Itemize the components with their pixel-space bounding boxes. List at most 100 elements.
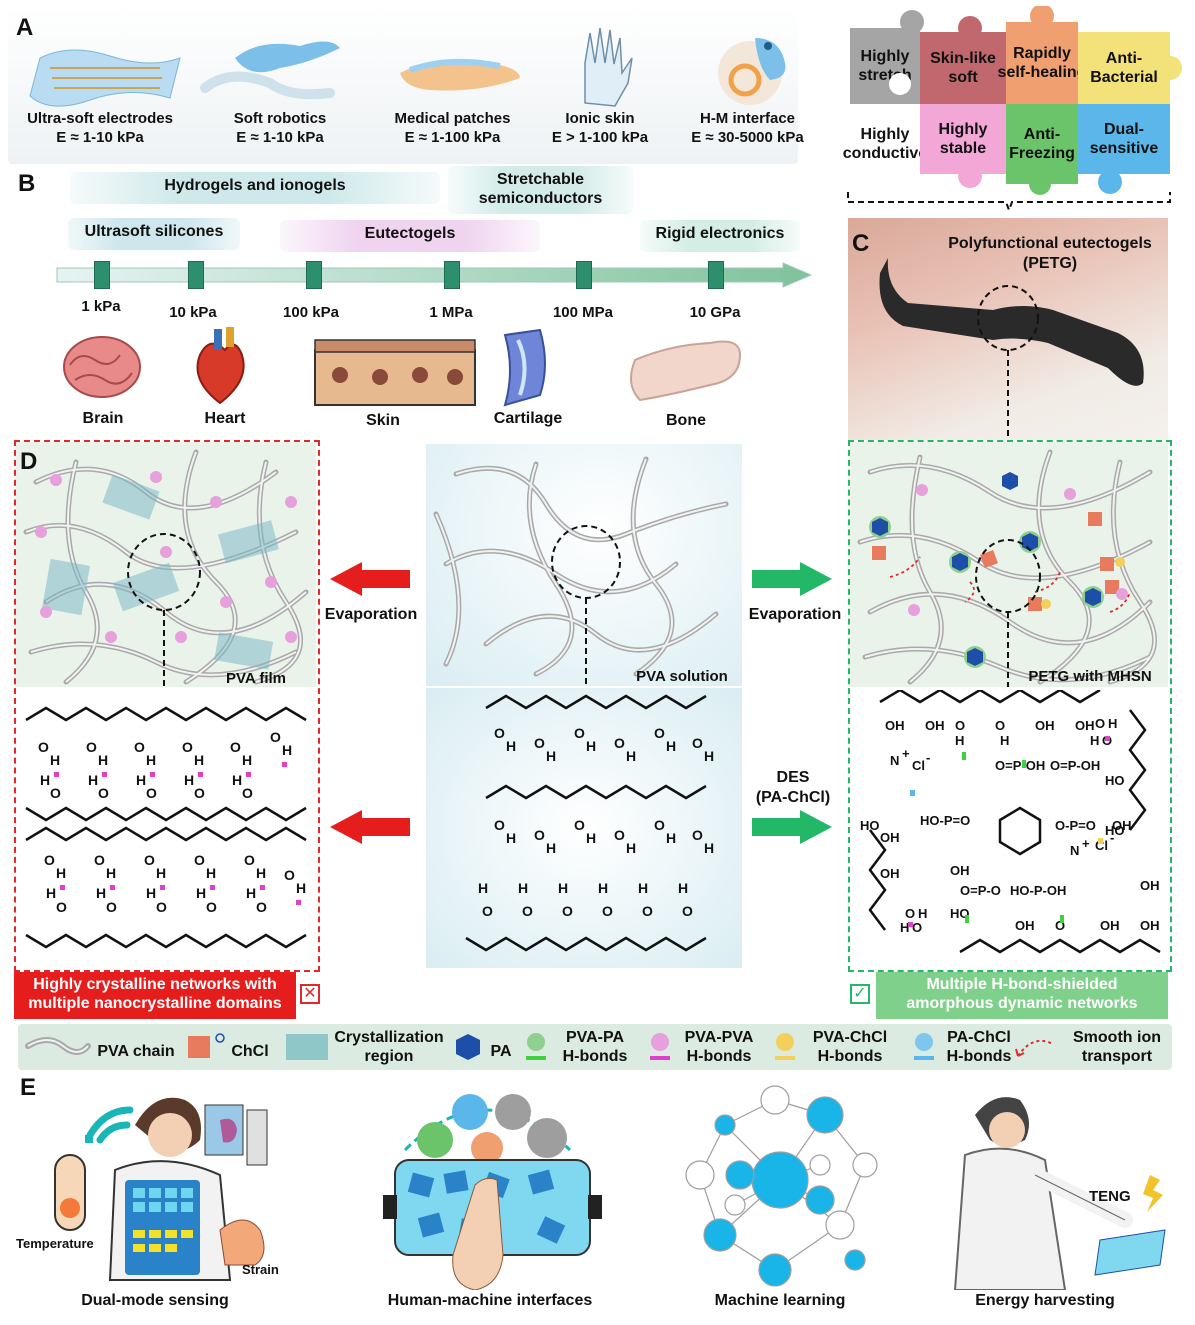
pass-icon: ✓ bbox=[850, 984, 870, 1004]
temperature-label: Temperature bbox=[16, 1236, 94, 1251]
petg-network-label: PETG with MHSN bbox=[1028, 668, 1152, 685]
svg-text:H: H bbox=[46, 885, 56, 901]
svg-text:OH: OH bbox=[950, 863, 970, 878]
svg-text:H: H bbox=[1090, 733, 1099, 748]
puzzle-piece-soft: Skin-like soft bbox=[920, 32, 1006, 104]
svg-text:OH: OH bbox=[1140, 918, 1160, 933]
panel-a-item-4: Ionic skin E > 1-100 kPa bbox=[535, 110, 665, 148]
dual-mode-sensing-illustration bbox=[54, 1097, 268, 1281]
svg-text:O: O bbox=[156, 899, 167, 915]
svg-text:O: O bbox=[194, 852, 205, 868]
svg-text:N: N bbox=[1070, 843, 1079, 858]
svg-text:H: H bbox=[955, 733, 964, 748]
hand-illustration bbox=[584, 27, 633, 107]
right-caption-box: Multiple H-bond-shielded amorphous dynam… bbox=[876, 972, 1168, 1019]
app-human-machine-interfaces: Human-machine interfaces bbox=[387, 1292, 593, 1309]
svg-text:O: O bbox=[44, 852, 55, 868]
svg-text:OH: OH bbox=[1100, 918, 1120, 933]
panel-a-item-1-name: Ultra-soft electrodes bbox=[27, 110, 173, 127]
svg-text:H: H bbox=[666, 830, 676, 846]
scale-tick-5 bbox=[576, 261, 592, 289]
svg-text:O: O bbox=[1095, 716, 1105, 731]
petg-network bbox=[857, 449, 1157, 687]
arrow-chemistry-left bbox=[330, 810, 410, 844]
svg-text:HO: HO bbox=[860, 818, 880, 833]
pva-film-label: PVA film bbox=[225, 670, 286, 687]
svg-text:OH: OH bbox=[1035, 718, 1055, 733]
svg-text:O: O bbox=[256, 899, 267, 915]
svg-text:O: O bbox=[522, 903, 533, 919]
pva-solution-label: PVA solution bbox=[636, 668, 728, 685]
svg-text:H: H bbox=[598, 880, 608, 896]
band-eutectogels: Eutectogels bbox=[280, 220, 540, 252]
panel-a-item-2-name: Soft robotics bbox=[233, 110, 327, 127]
svg-text:H: H bbox=[626, 840, 636, 856]
legend-chcl: ChCl bbox=[231, 1043, 269, 1060]
evaporation-right-label: Evaporation bbox=[748, 606, 842, 623]
skin-icon bbox=[314, 339, 476, 406]
svg-text:O=P-OH: O=P-OH bbox=[1050, 758, 1100, 773]
panel-a-letter: A bbox=[16, 14, 34, 41]
svg-text:OH: OH bbox=[1075, 718, 1095, 733]
panel-a-item-4-modulus: E > 1-100 kPa bbox=[551, 128, 649, 146]
svg-text:H: H bbox=[136, 772, 146, 788]
svg-text:H: H bbox=[50, 752, 60, 768]
svg-text:H: H bbox=[546, 840, 556, 856]
svg-text:O: O bbox=[146, 785, 157, 801]
svg-text:O: O bbox=[134, 739, 145, 755]
band-semiconductors: Stretchable semiconductors bbox=[448, 166, 633, 214]
wifi-icon bbox=[86, 1106, 134, 1144]
teng-label: TENG bbox=[1089, 1188, 1131, 1205]
svg-text:HO-P-OH: HO-P-OH bbox=[1010, 883, 1066, 898]
app-dual-mode-sensing: Dual-mode sensing bbox=[81, 1292, 229, 1309]
panel-e-letter: E bbox=[20, 1074, 37, 1101]
svg-text:O: O bbox=[682, 903, 693, 919]
svg-text:H: H bbox=[196, 885, 206, 901]
fail-icon: ✕ bbox=[300, 984, 320, 1004]
svg-text:H: H bbox=[918, 906, 927, 921]
scale-tick-3 bbox=[306, 261, 322, 289]
puzzle-knobs bbox=[889, 6, 1182, 195]
svg-text:O: O bbox=[50, 785, 61, 801]
svg-text:H: H bbox=[586, 830, 596, 846]
svg-text:H: H bbox=[586, 738, 596, 754]
scale-label-1kpa: 1 kPa bbox=[81, 298, 121, 315]
svg-text:H: H bbox=[232, 772, 242, 788]
tissue-bone: Bone bbox=[666, 412, 706, 429]
svg-text:O: O bbox=[494, 817, 505, 833]
svg-text:O: O bbox=[912, 920, 922, 935]
arrow-des-right bbox=[752, 810, 832, 844]
svg-text:O: O bbox=[905, 906, 915, 921]
medical-patch-illustration bbox=[400, 58, 520, 91]
svg-text:H: H bbox=[194, 752, 204, 768]
svg-text:O: O bbox=[534, 735, 545, 751]
svg-text:+: + bbox=[902, 746, 910, 761]
svg-text:HO: HO bbox=[1105, 773, 1125, 788]
svg-text:H: H bbox=[206, 865, 216, 881]
scale-tick-6 bbox=[708, 261, 724, 289]
heart-icon bbox=[196, 327, 245, 405]
hm-interface-illustration bbox=[718, 38, 786, 105]
legend-pa-chcl: PA-ChCl H-bonds bbox=[946, 1029, 1012, 1066]
svg-text:O: O bbox=[562, 903, 573, 919]
evaporation-left-label: Evaporation bbox=[324, 606, 418, 623]
left-caption-box: Highly crystalline networks with multipl… bbox=[14, 972, 296, 1019]
svg-text:H: H bbox=[638, 880, 648, 896]
svg-text:OH: OH bbox=[1140, 878, 1160, 893]
svg-text:H: H bbox=[678, 880, 688, 896]
app-energy-harvesting: Energy harvesting bbox=[975, 1292, 1115, 1309]
svg-text:O=P-OH: O=P-OH bbox=[995, 758, 1045, 773]
svg-text:O: O bbox=[1055, 918, 1065, 933]
band-rigid: Rigid electronics bbox=[640, 220, 800, 252]
svg-text:O: O bbox=[654, 725, 665, 741]
legend-bar bbox=[18, 1024, 1172, 1070]
panel-b-letter: B bbox=[18, 170, 36, 197]
panel-a-illustrations bbox=[29, 27, 786, 107]
scale-label-1mpa: 1 MPa bbox=[429, 304, 473, 321]
svg-text:H: H bbox=[146, 752, 156, 768]
bone-icon bbox=[630, 340, 742, 402]
puzzle-bracket bbox=[847, 192, 1171, 213]
svg-text:H: H bbox=[558, 880, 568, 896]
svg-text:H: H bbox=[1000, 733, 1009, 748]
